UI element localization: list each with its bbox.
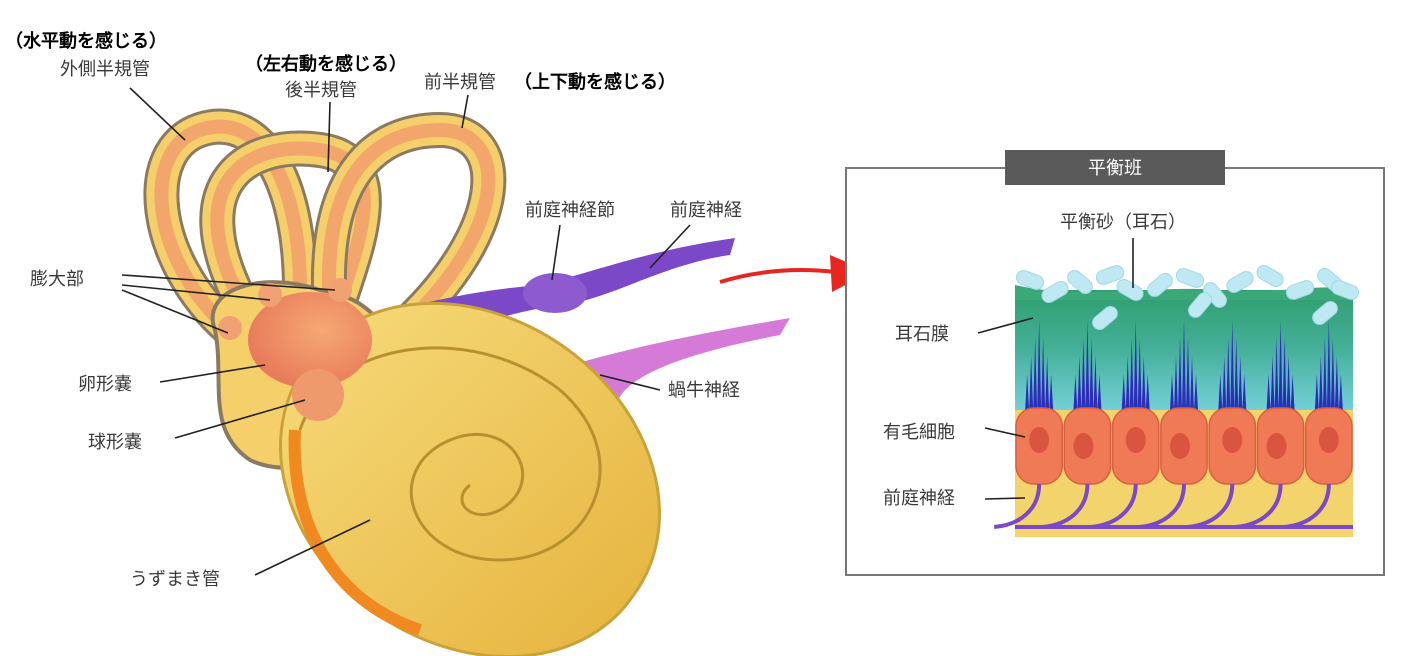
vestibular-ganglion-shape <box>523 273 587 313</box>
hair-cell <box>1160 407 1208 485</box>
otolith-crystal <box>1092 306 1118 330</box>
posterior-canal-label: 後半規管 <box>285 80 357 101</box>
otolith-crystal <box>1330 280 1360 300</box>
hair-bundle <box>1121 320 1150 410</box>
hair-cell <box>1208 407 1257 485</box>
otolith-crystal <box>1312 301 1338 325</box>
vestibular-ganglion-label: 前庭神経節 <box>525 200 615 221</box>
lateral-canal <box>143 108 318 344</box>
cochlear-nerve-label: 蝸牛神経 <box>668 380 740 401</box>
nucleus <box>1222 427 1243 453</box>
otolith-crystal <box>1041 281 1069 303</box>
hair-bundle <box>1025 320 1054 410</box>
vestibular-nerve-shape <box>360 238 735 370</box>
leader-lines <box>121 87 691 576</box>
otolith-crystal <box>1285 280 1315 300</box>
utricle-label: 卵形嚢 <box>78 374 132 395</box>
otoliths <box>1015 265 1360 330</box>
semicircular-canals <box>143 108 507 344</box>
hair-cell <box>1015 407 1064 485</box>
hair-cell <box>1256 407 1305 485</box>
anterior-canal-label: 前半規管 <box>424 72 496 93</box>
saccule-label: 球形嚢 <box>88 432 142 453</box>
otolith-crystal <box>1188 292 1212 318</box>
hair-bundle <box>1170 320 1198 410</box>
lateral-canal-label: 外側半規管 <box>60 59 150 80</box>
nucleus <box>1029 427 1050 453</box>
lateral-canal-function-label: （水平動を感じる） <box>5 30 167 52</box>
ampulla-label: 膨大部 <box>30 269 84 290</box>
anterior-canal <box>310 111 507 344</box>
anterior-canal-function-label: （上下動を感じる） <box>514 71 676 93</box>
cochlea-label: うずまき管 <box>130 569 220 590</box>
hair-cell <box>1304 407 1353 485</box>
otolith-crystal <box>1256 265 1284 287</box>
panel-vestibular-nerve-label: 前庭神経 <box>883 488 955 509</box>
hair-cells-label: 有毛細胞 <box>883 422 955 443</box>
panel-title: 平衡班 <box>1088 158 1142 179</box>
hair-cell <box>1063 407 1112 485</box>
stereocilia <box>1025 320 1343 410</box>
otolith-crystal <box>1175 268 1205 288</box>
hair-bundle <box>1218 320 1247 410</box>
panel-title-bar <box>1005 150 1225 185</box>
otolith-crystal <box>1095 265 1125 285</box>
hair-cell <box>1111 407 1160 485</box>
nucleus <box>1073 433 1094 459</box>
ampulla-shape <box>258 283 282 307</box>
ampulla-shape <box>218 316 242 340</box>
otolith-crystal <box>1067 270 1093 294</box>
utricle-shape <box>248 292 372 388</box>
nucleus <box>1125 427 1146 453</box>
vestibular-nerve-fibers <box>993 483 1353 529</box>
posterior-canal <box>199 130 382 309</box>
otolithic-membrane-label: 耳石膜 <box>895 324 949 345</box>
posterior-canal-function-label: （左右動を感じる） <box>245 53 407 75</box>
hair-bundle <box>1266 320 1295 410</box>
hair-cells <box>1015 407 1353 485</box>
cochlea-shape <box>279 301 661 656</box>
otolith-crystal <box>1147 273 1173 297</box>
vestibular-nerve-label: 前庭神経 <box>670 200 742 221</box>
hair-bundle <box>1314 320 1343 410</box>
nucleus <box>1170 433 1190 459</box>
hair-bundle <box>1073 320 1102 410</box>
nerve-fiber <box>993 483 1042 529</box>
nucleus <box>1266 433 1287 459</box>
macula-panel: 平衡班 平衡砂（耳石） 耳石膜 有毛細胞 前庭神経 <box>845 150 1385 576</box>
saccule-shape <box>292 369 344 421</box>
nucleus <box>1318 427 1339 453</box>
otoliths-label: 平衡砂（耳石） <box>1060 212 1186 233</box>
ampulla-shape <box>328 278 352 302</box>
otolith-crystal <box>1015 270 1045 290</box>
otolith-crystal <box>1226 271 1254 293</box>
